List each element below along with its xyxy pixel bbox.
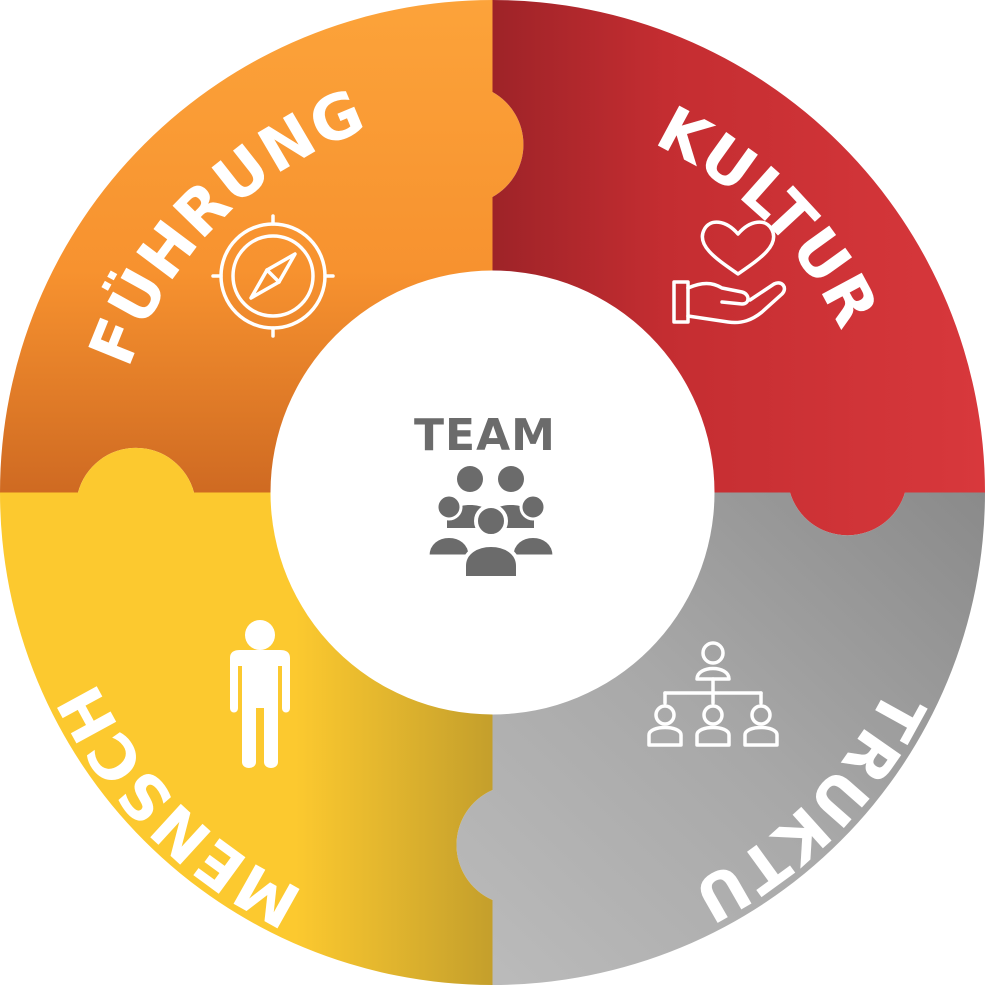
people-group-icon <box>426 466 556 580</box>
heart-in-hand-icon <box>672 220 787 325</box>
person-icon <box>230 620 290 768</box>
center-title: TEAM <box>414 410 556 461</box>
compass-icon <box>211 214 335 338</box>
org-chart-icon <box>647 641 779 747</box>
center-circle <box>270 270 715 715</box>
